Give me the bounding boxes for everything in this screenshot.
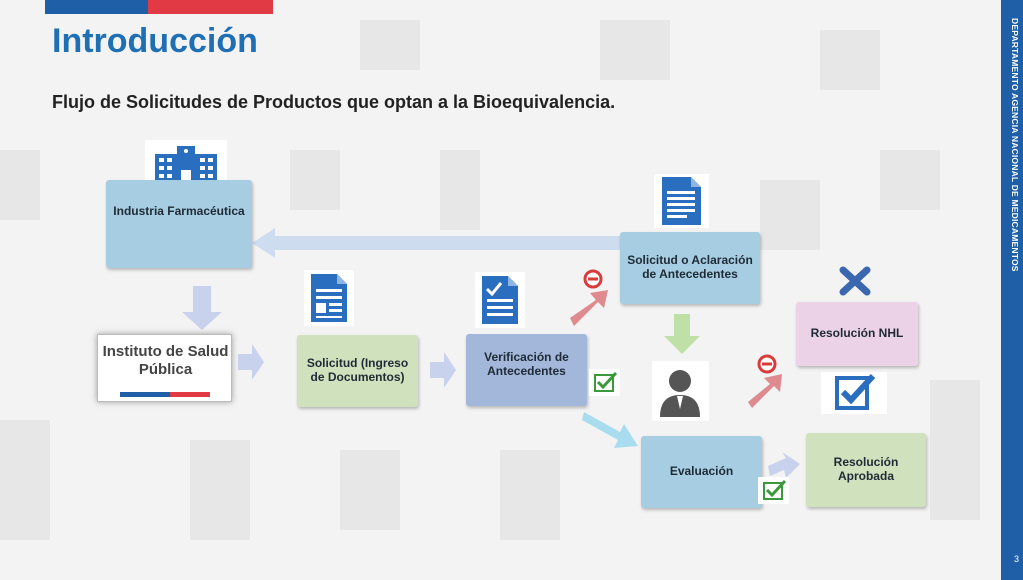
arrow-red-up-2 [748,374,782,408]
bg-tile [0,150,40,220]
prohibited-icon [582,268,604,290]
document-list-icon [653,173,710,229]
node-aclaracion: Solicitud o Aclaración de Antecedentes [620,232,760,304]
slide-number: 3 [1013,554,1019,564]
bg-tile [930,380,980,520]
arrow-cyan-down [582,412,638,448]
instituto-bar-blue [120,392,170,397]
instituto-line1: Instituto de Salud [102,343,229,360]
node-resolucion-aprobada: Resolución Aprobada [806,433,926,507]
checklist-icon [474,271,526,329]
bg-tile [880,150,940,210]
department-label: DEPARTAMENTO AGENCIA NACIONAL DE MEDICAM… [1010,18,1020,272]
instituto-line2: Pública [138,361,193,378]
instituto-logo-text: Instituto de Salud Pública [98,343,233,379]
bg-tile [0,420,50,540]
bg-tile [600,20,670,80]
bg-tile [190,440,250,540]
bg-tile [820,30,880,90]
instituto-bar-red [170,392,210,397]
side-strip: DEPARTAMENTO AGENCIA NACIONAL DE MEDICAM… [1001,0,1023,580]
node-industria: Industria Farmacéutica [106,180,252,268]
x-icon [838,266,872,296]
bg-tile [340,450,400,530]
document-icon [303,269,355,327]
bg-tile [360,20,420,70]
bg-tile [760,180,820,250]
node-solicitud: Solicitud (Ingreso de Documentos) [297,335,418,407]
check-icon [589,369,620,396]
arrow-right-instituto [238,344,264,380]
page-subtitle: Flujo de Solicitudes de Productos que op… [52,92,616,112]
arrow-return-to-industria [252,228,620,258]
brand-bar-blue [45,0,148,14]
person-icon [652,361,709,421]
checkbox-icon [821,372,887,414]
node-resolucion-nhl: Resolución NHL [796,302,918,366]
node-evaluacion: Evaluación [641,436,762,508]
node-instituto: Instituto de Salud Pública [97,334,232,402]
arrow-green-down [664,314,700,354]
arrow-down-industria [182,286,222,330]
node-verificacion: Verificación de Antecedentes [466,334,587,406]
check-icon [758,477,789,504]
page-title: Introducción [52,22,258,60]
arrow-right-solicitud [430,352,456,388]
brand-bar-red [148,0,273,14]
prohibited-icon [756,353,778,375]
arrow-gray-right [768,452,800,478]
bg-tile [290,150,340,210]
arrow-red-up [570,290,608,326]
bg-tile [500,450,560,540]
bg-tile [440,150,480,230]
